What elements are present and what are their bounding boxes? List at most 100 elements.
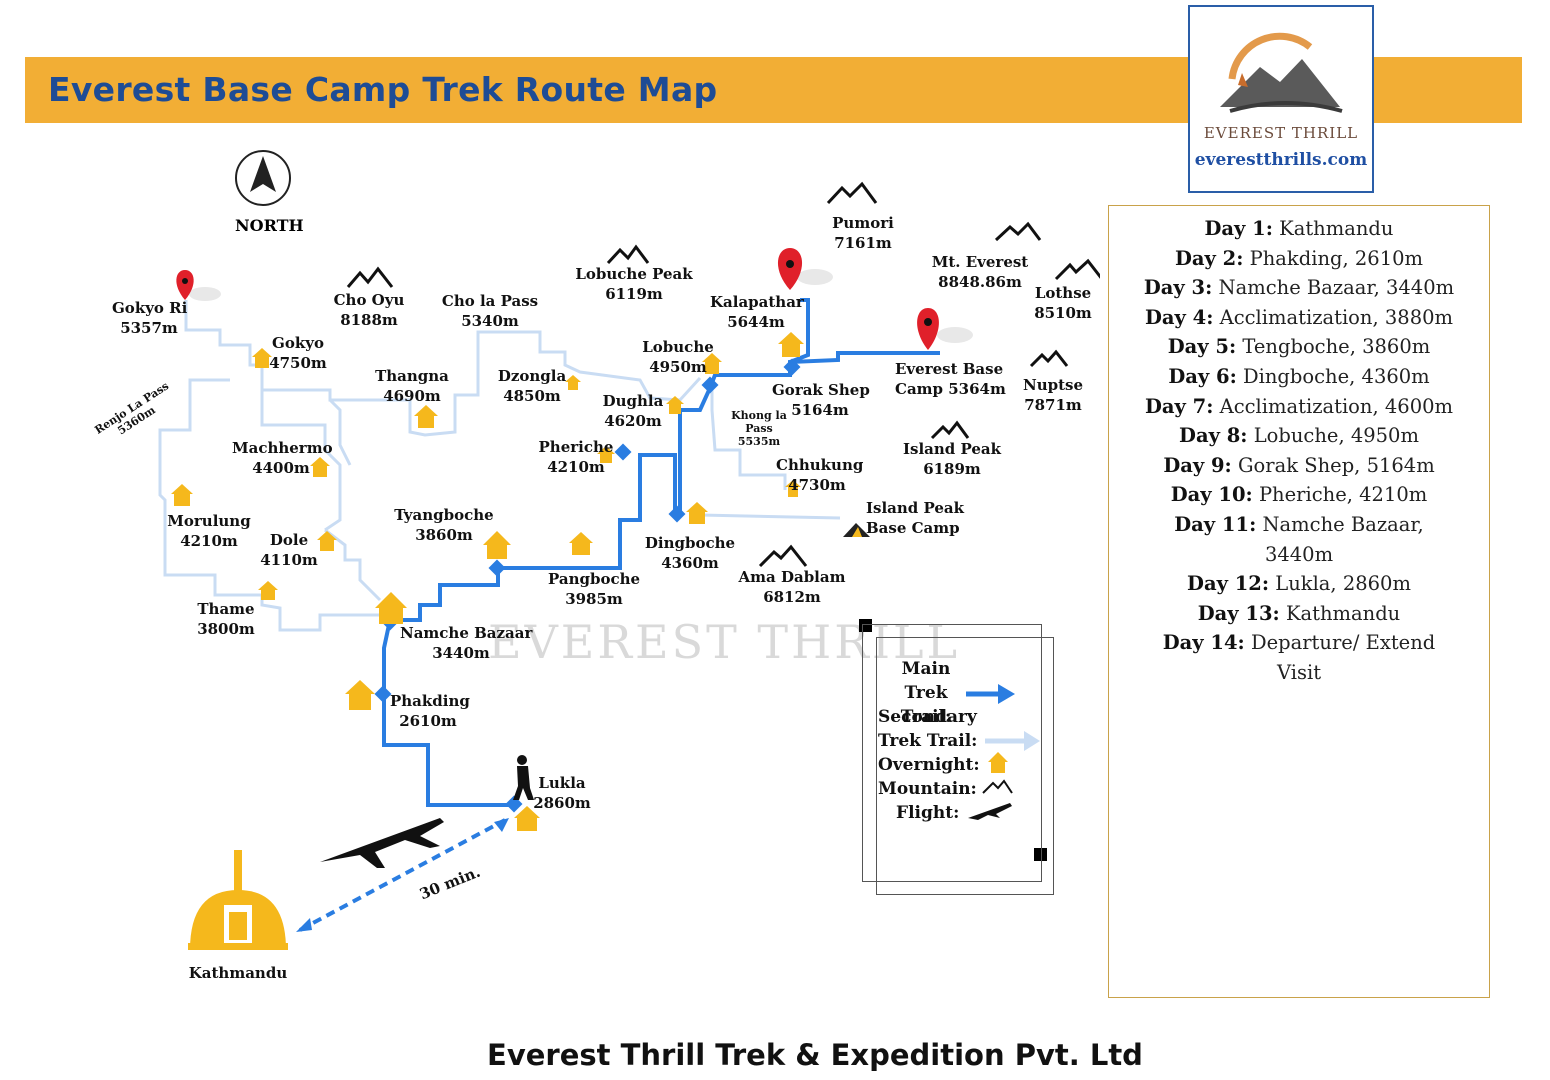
logo-mountain-icon — [1220, 32, 1343, 113]
house-icon-dingboche — [686, 502, 708, 524]
mountain-icon-island-peak — [930, 420, 970, 440]
main-trail — [382, 298, 940, 807]
itinerary-day-text: Kathmandu — [1285, 601, 1401, 625]
house-icon-dughla — [666, 396, 684, 414]
pin-icon-ebc — [917, 308, 973, 350]
itinerary-day-text: Acclimatization, 4600m — [1219, 394, 1453, 418]
itinerary-day-text: Pheriche, 4210m — [1258, 483, 1428, 507]
mountain-icon-nuptse — [1029, 349, 1069, 368]
itinerary-day: Day 9: Gorak Shep, 5164m — [1109, 451, 1489, 481]
itinerary-day: Day 6: Dingboche, 4360m — [1109, 362, 1489, 392]
north-label: NORTH — [235, 216, 304, 235]
itinerary-day: Day 3: Namche Bazaar, 3440m — [1109, 273, 1489, 303]
house-icon-phakding — [345, 680, 375, 710]
mountain-icon-cho-oyu — [346, 266, 394, 288]
legend-main-arrow-icon — [966, 684, 1015, 704]
itinerary-day-text: Lukla, 2860m — [1275, 572, 1411, 596]
house-icon-dzongla — [565, 375, 581, 390]
legend-secondary-arrow-icon — [985, 731, 1040, 751]
house-icon-gorak-shep — [778, 332, 804, 357]
legend-plane-icon — [968, 803, 1012, 820]
hiker-icon — [513, 755, 534, 800]
house-icon-lukla — [514, 806, 540, 831]
itinerary-day-text: Departure/ Extend Visit — [1250, 631, 1436, 684]
itinerary-day-text: Dingboche, 4360m — [1242, 364, 1430, 388]
house-icon-tyangboche — [483, 531, 511, 559]
house-icon-pangboche — [569, 532, 593, 555]
itinerary-day: Day 12: Lukla, 2860m — [1109, 569, 1489, 599]
route-map — [158, 150, 1100, 950]
itinerary-day: Day 11: Namche Bazaar, 3440m — [1109, 510, 1489, 569]
airplane-icon — [320, 818, 444, 868]
pin-icons — [176, 248, 973, 350]
itinerary-day-label: Day 6: — [1168, 364, 1237, 388]
itinerary-day-text: Acclimatization, 3880m — [1219, 305, 1453, 329]
house-icon-morulung — [171, 484, 193, 506]
footer-company: Everest Thrill Trek & Expedition Pvt. Lt… — [487, 1038, 1143, 1072]
itinerary-day: Day 5: Tengboche, 3860m — [1109, 332, 1489, 362]
itinerary-day-text: Phakding, 2610m — [1249, 246, 1424, 270]
logo: EVEREST THRILL everestthrills.com — [1188, 5, 1374, 193]
itinerary-day: Day 10: Pheriche, 4210m — [1109, 480, 1489, 510]
itinerary-day: Day 7: Acclimatization, 4600m — [1109, 392, 1489, 422]
house-icon-thangna — [414, 405, 438, 428]
house-icon-pheriche — [597, 446, 615, 463]
house-icon-namche — [375, 592, 407, 624]
house-icon-thame — [258, 581, 278, 600]
itinerary-day-text: Gorak Shep, 5164m — [1237, 453, 1435, 477]
itinerary-day-text: Kathmandu — [1279, 217, 1394, 240]
place-kathmandu[interactable]: Kathmandu — [188, 964, 288, 982]
page-title: Everest Base Camp Trek Route Map — [48, 70, 718, 109]
logo-url[interactable]: everestthrills.com — [1194, 150, 1368, 170]
house-icon-lobuche — [702, 353, 722, 374]
logo-name: EVEREST THRILL — [1203, 124, 1359, 142]
itinerary-day-label: Day 8: — [1179, 424, 1248, 448]
itinerary-day-label: Day 10: — [1170, 483, 1253, 507]
itinerary-day: Day 4: Acclimatization, 3880m — [1109, 303, 1489, 333]
house-icon-machhermo — [310, 457, 330, 477]
tent-icon — [843, 523, 870, 537]
house-icon-dole — [317, 531, 337, 551]
legend-mountain: Mountain: — [878, 779, 977, 799]
itinerary-day: Day 2: Phakding, 2610m — [1109, 244, 1489, 274]
pin-icon-gokyo-ri — [176, 270, 221, 301]
itinerary-day-label: Day 5: — [1167, 335, 1237, 359]
itinerary-day-label: Day 1: — [1204, 217, 1273, 240]
flight-route — [296, 818, 509, 932]
